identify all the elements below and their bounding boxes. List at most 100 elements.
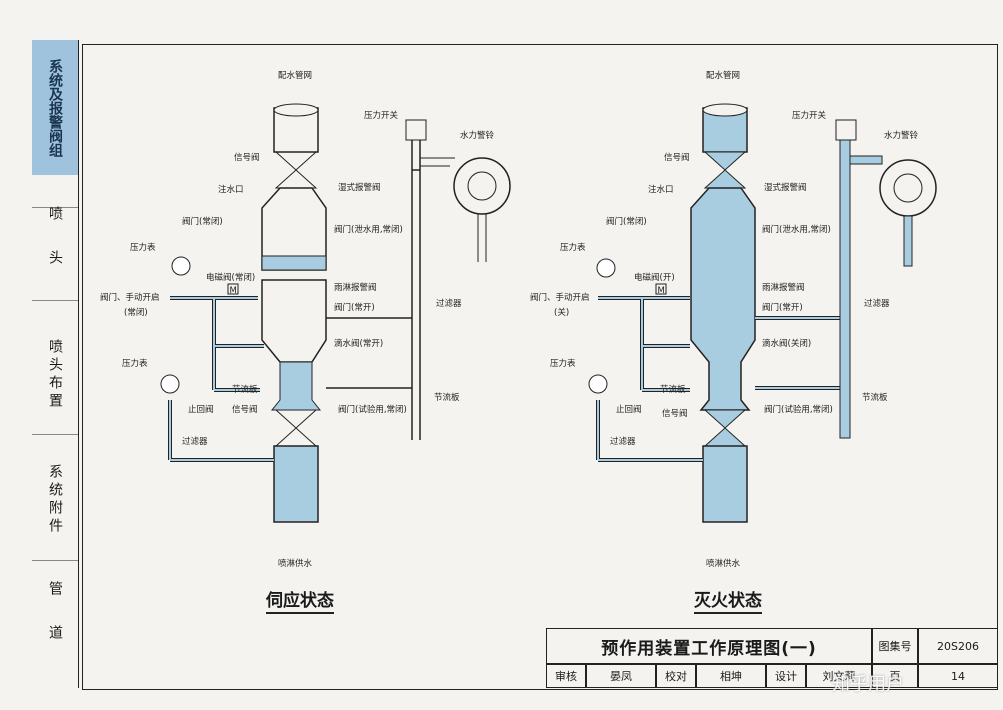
label-throttle-plate: 节流板 <box>660 384 686 395</box>
label-signal-valve-bottom: 信号阀 <box>232 404 258 415</box>
bell-drain-right <box>903 215 913 267</box>
tab-label: 系统附件 <box>47 464 63 536</box>
label-wet-alarm-valve: 湿式报警阀 <box>764 182 807 193</box>
tab-divider <box>32 207 78 208</box>
design-name: 刘文莉 <box>806 664 872 688</box>
water-bell-left <box>453 157 511 215</box>
pipe-top-cap <box>273 103 319 117</box>
signal-valve-bottom-symbol <box>274 409 318 447</box>
solenoid-left <box>227 283 239 295</box>
label-valve-manual: 阀门、手动开启 <box>100 292 160 303</box>
label-throttle-plate-right: 节流板 <box>434 392 460 403</box>
label-valve-manual-state: (关) <box>554 307 569 318</box>
deluge-valve-body <box>261 279 327 363</box>
atlas-label: 图集号 <box>872 628 918 664</box>
solenoid-right <box>655 283 667 295</box>
tab-system-alarm-valve[interactable]: 系统及报警阀组 <box>32 40 78 175</box>
label-deluge-valve: 雨淋报警阀 <box>762 282 805 293</box>
tab-sprinkler[interactable]: 喷头 <box>32 190 78 310</box>
label-bottom-pipe: 喷淋供水 <box>706 558 741 569</box>
left-diagram-standby: M 配水管网 压力开关 水力警铃 信号阀 注水口 湿式报警阀 阀门(常闭) 阀门… <box>100 70 511 569</box>
label-pressure-gauge-top: 压力表 <box>560 242 586 253</box>
lower-body <box>270 361 322 411</box>
check-label: 校对 <box>656 664 696 688</box>
label-pressure-switch: 压力开关 <box>364 110 399 121</box>
label-filter-right: 过滤器 <box>436 298 462 309</box>
watermark: 知乎用户 <box>832 674 904 695</box>
bell-drain-left <box>477 214 487 262</box>
design-label: 设计 <box>766 664 806 688</box>
label-top-pipe: 配水管网 <box>706 70 740 81</box>
label-pressure-gauge-top: 压力表 <box>130 242 156 253</box>
label-throttle-plate-right: 节流板 <box>862 392 888 403</box>
label-bottom-pipe: 喷淋供水 <box>278 558 313 569</box>
label-valve-closed: 阀门(常闭) <box>182 216 223 227</box>
drawing-frame <box>82 44 998 690</box>
signal-valve-top-symbol <box>703 151 747 189</box>
pressure-gauge-bottom-left <box>160 374 180 394</box>
water-bell-left-inner <box>467 171 497 201</box>
water-bell-right-inner <box>893 173 923 203</box>
label-valve-open: 阀门(常开) <box>762 302 803 313</box>
water-level-left <box>261 255 327 271</box>
alarm-valve-body-filled <box>690 187 756 411</box>
pressure-gauge-top-left <box>171 256 191 276</box>
tab-label: 喷头布置 <box>47 339 63 411</box>
left-caption: 伺应状态 <box>266 586 334 614</box>
review-label: 审核 <box>546 664 586 688</box>
tab-sprinkler-layout[interactable]: 喷头布置 <box>32 320 78 430</box>
pressure-switch-right <box>835 119 857 141</box>
title-block: 预作用装置工作原理图(一) 图集号 20S206 审核 晏凤 校对 相坤 设计 … <box>546 628 998 688</box>
label-wet-alarm-valve: 湿式报警阀 <box>338 182 381 193</box>
label-check-valve: 止回阀 <box>616 404 642 415</box>
tab-system-accessories[interactable]: 系统附件 <box>32 450 78 550</box>
tab-divider <box>32 434 78 435</box>
label-valve-test: 阀门(试验用,常闭) <box>338 404 407 415</box>
bell-feed-left <box>420 157 455 167</box>
label-pressure-gauge-bottom: 压力表 <box>550 358 576 369</box>
pressure-gauge-top-right <box>596 258 616 278</box>
right-caption: 灭火状态 <box>694 586 762 614</box>
label-signal-valve-top: 信号阀 <box>664 152 690 163</box>
page-label: 页 <box>872 664 918 688</box>
label-filter-bottom: 过滤器 <box>182 436 208 447</box>
label-water-inlet: 注水口 <box>218 184 244 195</box>
solenoid-symbol-left: M <box>230 286 237 296</box>
label-filter-bottom: 过滤器 <box>610 436 636 447</box>
tab-label: 管道 <box>47 581 63 669</box>
label-valve-open: 阀门(常开) <box>334 302 375 313</box>
label-valve-drain: 阀门(泄水用,常闭) <box>762 224 831 235</box>
label-valve-closed: 阀门(常闭) <box>606 216 647 227</box>
alarm-line-left <box>326 140 421 440</box>
tab-divider <box>32 300 78 301</box>
tab-pipes[interactable]: 管道 <box>32 580 78 670</box>
label-water-bell: 水力警铃 <box>884 130 919 141</box>
label-signal-valve-bottom: 信号阀 <box>662 408 688 419</box>
label-filter-right: 过滤器 <box>864 298 890 309</box>
tab-label: 系统及报警阀组 <box>47 58 63 157</box>
check-name: 相坤 <box>696 664 766 688</box>
bell-feed-right <box>849 155 883 165</box>
trim-pipe-left-inner <box>169 297 274 461</box>
trim-pipe-left <box>168 296 274 462</box>
label-solenoid-valve: 电磁阀(开) <box>634 272 675 283</box>
label-solenoid-valve: 电磁阀(常闭) <box>206 272 255 283</box>
label-top-pipe: 配水管网 <box>278 70 312 81</box>
alarm-line-right <box>839 139 851 439</box>
label-drip-valve: 滴水阀(常开) <box>334 338 383 349</box>
atlas-number: 20S206 <box>918 628 998 664</box>
trim-pipe-right-inner <box>597 297 848 461</box>
label-deluge-valve: 雨淋报警阀 <box>334 282 377 293</box>
label-valve-manual: 阀门、手动开启 <box>530 292 590 303</box>
label-pressure-switch: 压力开关 <box>792 110 827 121</box>
label-drip-valve: 滴水阀(关闭) <box>762 338 811 349</box>
signal-valve-bottom-symbol <box>703 409 747 447</box>
label-valve-test: 阀门(试验用,常闭) <box>764 404 833 415</box>
pressure-gauge-bottom-right <box>588 374 608 394</box>
label-water-bell: 水力警铃 <box>460 130 495 141</box>
label-pressure-gauge-bottom: 压力表 <box>122 358 148 369</box>
sidebar: 系统及报警阀组 喷头 喷头布置 系统附件 管道 <box>32 40 79 688</box>
solenoid-symbol-right: M <box>658 286 665 296</box>
label-valve-manual-state: (常闭) <box>124 307 148 318</box>
